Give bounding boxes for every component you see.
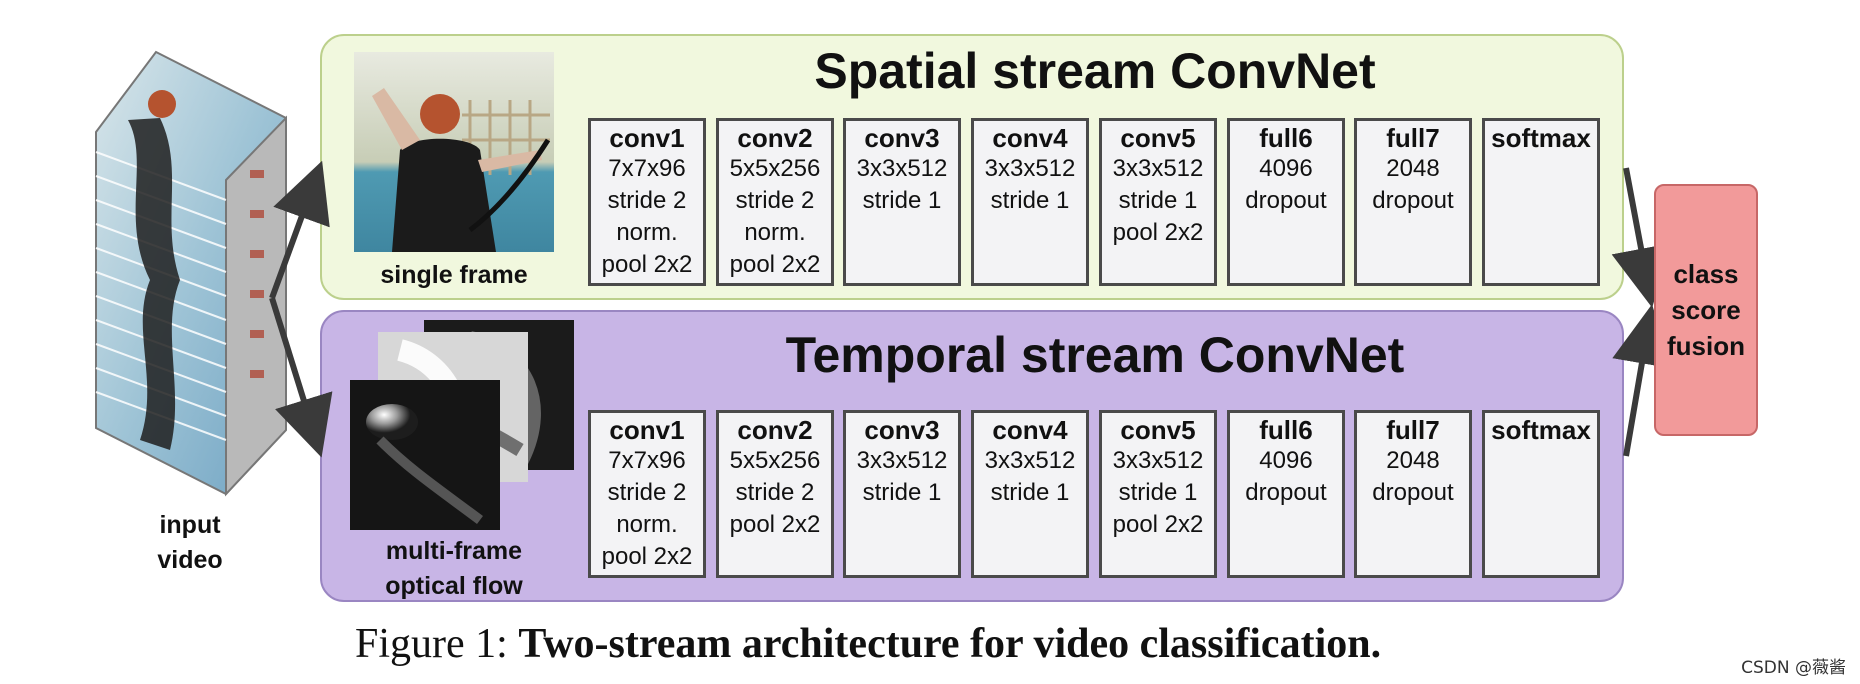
optical-flow-images [350,320,574,530]
layer-param: 3x3x512 [1112,155,1204,182]
layer-name: conv1 [609,415,685,445]
layer-param: norm. [616,511,678,538]
layer-param: stride 1 [1118,479,1198,506]
layer-param: 3x3x512 [856,447,948,474]
input-video-stack [95,50,287,497]
layer-param: 4096 [1259,155,1313,182]
layer-param: pool 2x2 [729,251,821,278]
layer-param: 7x7x96 [608,447,686,474]
layer-param: pool 2x2 [601,543,693,570]
layer-name: conv2 [737,415,813,445]
layer-param: 3x3x512 [1112,447,1204,474]
layer-param: 5x5x256 [729,155,821,182]
layer-param: 2048 [1386,447,1440,474]
layer-param: pool 2x2 [729,511,821,538]
layer-name: full6 [1259,415,1313,445]
fusion-line-1: class [1673,259,1739,289]
input-to-temporal-arrow [269,297,333,458]
layer-name: full7 [1386,415,1440,445]
temporal-stream-title: Temporal stream ConvNet [785,327,1405,383]
figure-caption-text: Two-stream architecture for video classi… [518,621,1382,667]
layer-param: pool 2x2 [1112,511,1204,538]
layer-param: stride 2 [607,479,687,506]
optical-flow-label-line1: multi-frame [385,537,523,565]
layer-param: dropout [1372,187,1454,214]
watermark: CSDN @薇酱 [1741,658,1846,678]
layer-name: conv1 [609,123,685,153]
layer-name: conv4 [992,123,1068,153]
input-video-label-line1: input [159,511,221,539]
input-video-label: input video [120,508,260,578]
layer-name: conv5 [1120,415,1196,445]
layer-name: softmax [1491,123,1591,153]
temporal-to-fusion-arrow [1612,304,1672,457]
spatial-to-fusion-arrow [1611,167,1671,308]
layer-name: softmax [1491,415,1591,445]
layer-softmax: softmax [1482,118,1600,286]
layer-param: stride 1 [862,187,942,214]
layer-param: 4096 [1259,447,1313,474]
layer-name: conv5 [1120,123,1196,153]
spatial-stream-title: Spatial stream ConvNet [814,43,1376,99]
class-score-fusion-box: class score fusion [1654,184,1758,436]
layer-param: stride 1 [862,479,942,506]
layer-param: pool 2x2 [1112,219,1204,246]
layer-param: pool 2x2 [601,251,693,278]
figure-caption: Figure 1: Two-stream architecture for vi… [355,620,1505,668]
layer-param: norm. [744,219,806,246]
layer-param: 3x3x512 [984,447,1076,474]
layer-param: dropout [1245,187,1327,214]
layer-param: 5x5x256 [729,447,821,474]
layer-param: stride 2 [607,187,687,214]
layer-name: conv2 [737,123,813,153]
layer-param: 3x3x512 [984,155,1076,182]
layer-param: 2048 [1386,155,1440,182]
optical-flow-label: multi-frame optical flow [344,534,564,604]
layer-param: stride 2 [735,479,815,506]
layer-softmax: softmax [1482,410,1600,578]
single-frame-label: single frame [380,261,528,289]
layer-name: full6 [1259,123,1313,153]
optical-flow-label-line2: optical flow [385,572,523,600]
figure-caption-prefix: Figure 1: [355,621,519,667]
layer-param: dropout [1245,479,1327,506]
layer-param: stride 1 [1118,187,1198,214]
single-frame-image [354,52,554,252]
layer-name: conv3 [864,415,940,445]
layer-param: stride 2 [735,187,815,214]
input-video-label-line2: video [157,546,223,574]
layer-param: dropout [1372,479,1454,506]
fusion-line-3: fusion [1667,331,1745,361]
input-to-spatial-arrow [269,160,330,300]
layer-param: stride 1 [990,187,1070,214]
layer-param: 3x3x512 [856,155,948,182]
layer-param: stride 1 [990,479,1070,506]
layer-name: conv3 [864,123,940,153]
layer-name: full7 [1386,123,1440,153]
fusion-line-2: score [1671,295,1741,325]
layer-name: conv4 [992,415,1068,445]
layer-param: norm. [616,219,678,246]
layer-param: 7x7x96 [608,155,686,182]
